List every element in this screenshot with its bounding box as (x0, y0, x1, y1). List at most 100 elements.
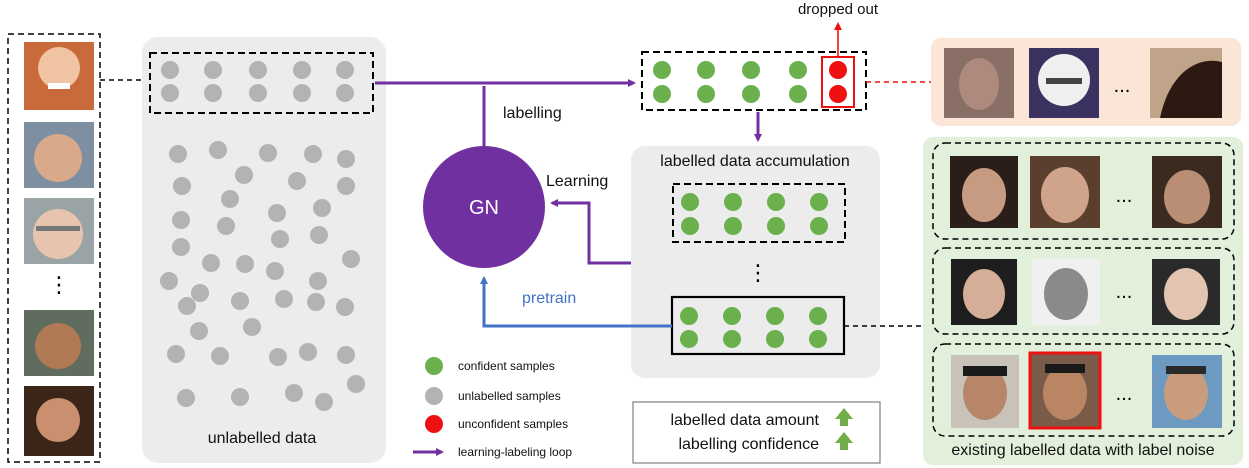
confident-sample (724, 217, 742, 235)
learning-label: Learning (546, 173, 608, 190)
unlabelled-sample (299, 343, 317, 361)
unlabelled-sample (271, 230, 289, 248)
unlabelled-sample (304, 145, 322, 163)
confident-sample (810, 193, 828, 211)
face-thumbnail (24, 386, 94, 456)
identity-ellipsis: ... (1116, 383, 1133, 405)
face-thumbnail (1152, 156, 1222, 228)
up-arrow-icon (835, 408, 853, 426)
unlabelled-sample (342, 250, 360, 268)
labelled-batch-box (641, 51, 867, 111)
unlabelled-sample (235, 166, 253, 184)
confident-sample (766, 307, 784, 325)
confident-sample (723, 330, 741, 348)
unlabelled-data-panel (142, 37, 386, 463)
unlabelled-sample (259, 144, 277, 162)
legend-confident-marker (425, 357, 443, 375)
dropped-face-thumbnail (944, 48, 1014, 118)
unlabelled-sample (315, 393, 333, 411)
confident-sample (653, 85, 671, 103)
unlabelled-sample (307, 293, 325, 311)
confidence-label: labelling confidence (678, 436, 819, 453)
initial-labelled-dots (680, 307, 827, 348)
unlabelled-sample (204, 61, 222, 79)
identity-ellipsis: ... (1116, 185, 1133, 207)
face-thumbnail (1152, 259, 1220, 325)
learning-arrow (550, 199, 631, 265)
unlabelled-sample (249, 84, 267, 102)
confident-sample (767, 193, 785, 211)
unlabelled-sample (243, 318, 261, 336)
unlabelled-sample-cloud (160, 141, 365, 411)
accumulated-batch-dots (681, 193, 828, 235)
unlabelled-sample (190, 322, 208, 340)
unlabelled-sample (336, 84, 354, 102)
face-thumbnail (24, 42, 94, 110)
selected-batch-dots (161, 61, 354, 102)
dropped-face-thumbnail (1150, 48, 1222, 118)
unlabelled-sample (293, 61, 311, 79)
labelling-label: labelling (503, 105, 562, 122)
legend-label: unlabelled samples (458, 389, 561, 403)
identity-group (932, 343, 1235, 437)
unlabelled-sample (249, 61, 267, 79)
dropped-out-label: dropped out (798, 1, 879, 18)
confident-sample (789, 85, 807, 103)
unlabelled-sample (337, 346, 355, 364)
unlabelled-sample (336, 298, 354, 316)
unlabelled-sample (337, 150, 355, 168)
unlabelled-sample (172, 211, 190, 229)
legend-label: confident samples (458, 359, 555, 373)
unlabelled-sample (211, 347, 229, 365)
unlabelled-sample (268, 204, 286, 222)
confident-sample (789, 61, 807, 79)
up-arrow-icon (835, 432, 853, 450)
unlabelled-sample (236, 255, 254, 273)
confident-sample (697, 85, 715, 103)
face-thumbnail (1030, 156, 1100, 228)
unlabelled-sample (169, 145, 187, 163)
unlabelled-sample (191, 284, 209, 302)
selected-batch-box (149, 52, 374, 114)
confident-sample (697, 61, 715, 79)
unlabelled-sample (288, 172, 306, 190)
unlabelled-sample (160, 272, 178, 290)
face-thumbnail (24, 198, 94, 264)
input-face-thumbnails: ⋮ (24, 42, 94, 456)
unlabelled-sample (161, 61, 179, 79)
input-face-column (7, 33, 101, 463)
confident-sample (653, 61, 671, 79)
unlabelled-sample (221, 190, 239, 208)
unlabelled-sample (161, 84, 179, 102)
face-thumbnail (24, 310, 94, 376)
confident-sample (723, 307, 741, 325)
unlabelled-sample (202, 254, 220, 272)
unlabelled-sample (336, 61, 354, 79)
face-thumbnail (1152, 355, 1222, 428)
confident-sample (742, 61, 760, 79)
face-thumbnail (24, 122, 94, 188)
unlabelled-sample (231, 292, 249, 310)
dropped-face-thumbnail (1029, 48, 1099, 118)
confident-sample (680, 307, 698, 325)
unlabelled-sample (285, 384, 303, 402)
confident-sample (766, 330, 784, 348)
unconfident-sample (829, 61, 847, 79)
confident-sample (809, 330, 827, 348)
face-thumbnail (1032, 259, 1100, 325)
unlabelled-sample (275, 290, 293, 308)
identity-group (932, 142, 1235, 240)
unlabelled-sample (209, 141, 227, 159)
unlabelled-sample (337, 177, 355, 195)
noisy-face-thumbnail (1028, 351, 1102, 430)
dropped-ellipsis: ... (1114, 75, 1131, 97)
unlabelled-sample (309, 272, 327, 290)
confident-sample (724, 193, 742, 211)
face-thumbnail (950, 156, 1018, 228)
amount-label: labelled data amount (670, 412, 819, 429)
identity-group (932, 247, 1235, 335)
confident-sample (767, 217, 785, 235)
unconfident-box (821, 56, 855, 108)
